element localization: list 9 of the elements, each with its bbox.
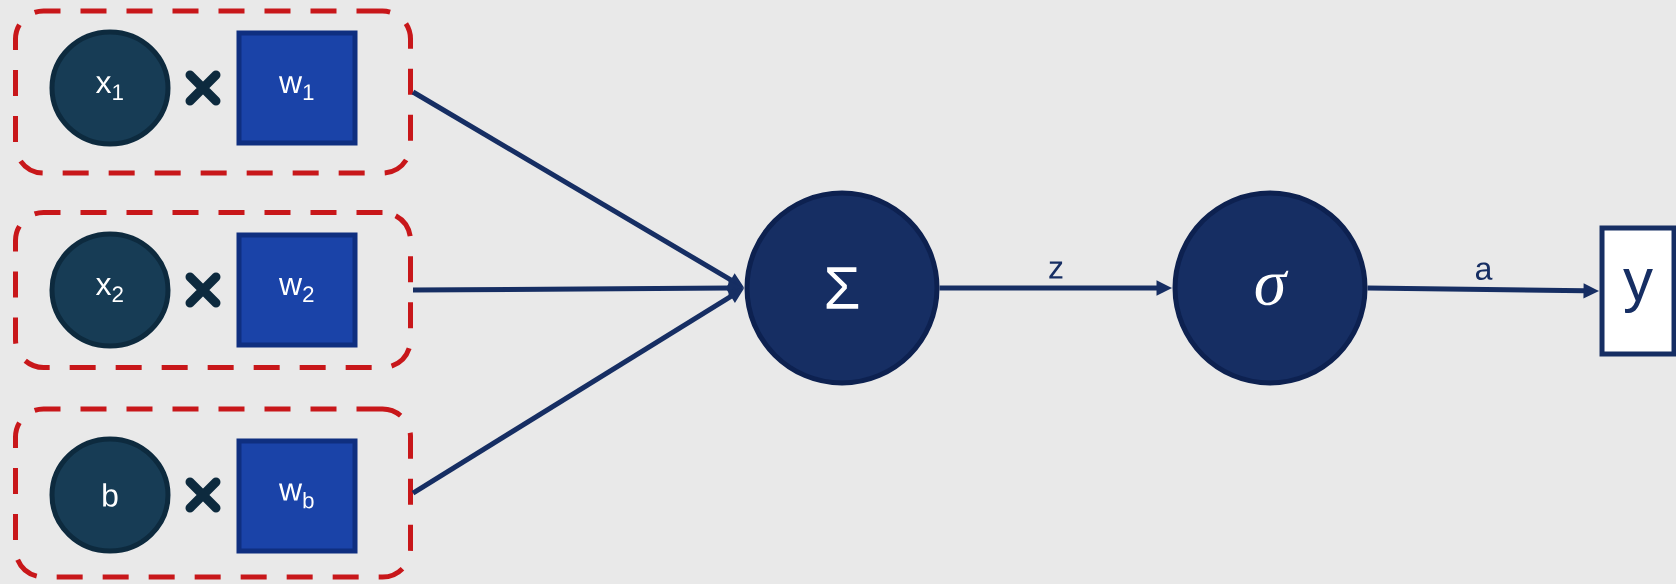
edge-label: z [1049,261,1063,279]
weight-square: w$_{1}$ [236,30,358,146]
dashed-group-box [13,210,413,370]
dashed-group-box [13,8,413,176]
weight-square: w$_{b}$ [236,438,358,554]
output-box: y [1599,225,1676,357]
edge-label: a [1476,262,1493,280]
weight-square: w$_{2}$ [236,232,358,348]
dashed-group-box [13,406,413,580]
